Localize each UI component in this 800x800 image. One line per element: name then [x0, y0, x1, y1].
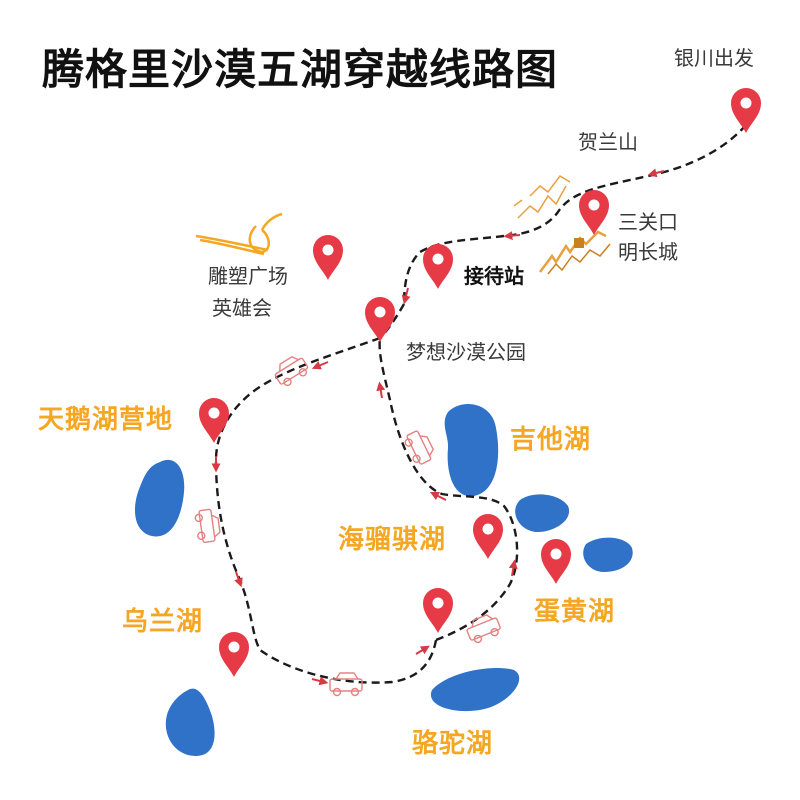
small-lake-shape [515, 494, 570, 532]
sanguankou-label: 三关口 [618, 210, 678, 234]
start-pin-icon[interactable] [731, 88, 761, 133]
luotuo-pin-icon[interactable] [423, 588, 453, 633]
dream-park-pin-icon[interactable] [365, 297, 395, 342]
dream-park-label: 梦想沙漠公园 [406, 340, 526, 364]
great-wall-label: 明长城 [618, 240, 678, 264]
luotuo-lake-label: 骆驼湖 [412, 729, 494, 759]
wulan-pin-icon[interactable] [219, 632, 249, 677]
luotuo-lake-shape [430, 668, 520, 712]
hailiuqi-pin-icon[interactable] [473, 514, 503, 559]
reception-label: 接待站 [464, 264, 524, 288]
route-line [211, 124, 747, 686]
jita-lake-label: 吉他湖 [510, 425, 592, 455]
sculpture-label: 雕塑广场 [208, 264, 288, 288]
hailiuqi-lake-label: 海骝骐湖 [338, 525, 447, 555]
tiane-pin-icon[interactable] [199, 398, 229, 443]
sculpture-icon [195, 212, 283, 256]
wulan-lake-label: 乌兰湖 [122, 607, 204, 637]
hero-meeting-label: 英雄会 [212, 296, 272, 320]
start-label: 银川出发 [674, 46, 754, 70]
danhuang-lake-shape [583, 537, 633, 572]
helan-mountain-icon [513, 175, 571, 219]
reception-pin-icon[interactable] [423, 244, 453, 289]
danhuang-pin-icon[interactable] [541, 539, 571, 584]
tiane-lake-label: 天鹅湖营地 [38, 405, 174, 435]
location-pins [199, 88, 761, 677]
helan-label: 贺兰山 [578, 130, 638, 154]
wulan-lake-shape [165, 688, 215, 756]
map-title: 腾格里沙漠五湖穿越线路图 [42, 45, 559, 94]
tiane-lake-shape [134, 459, 185, 537]
jita-lake-shape [444, 404, 499, 497]
great-wall-icon [539, 230, 611, 275]
lakes-layer [134, 404, 633, 756]
sculpture-pin-icon[interactable] [313, 235, 343, 280]
danhuang-lake-label: 蛋黄湖 [534, 597, 616, 627]
sanguankou-pin-icon[interactable] [579, 190, 609, 235]
